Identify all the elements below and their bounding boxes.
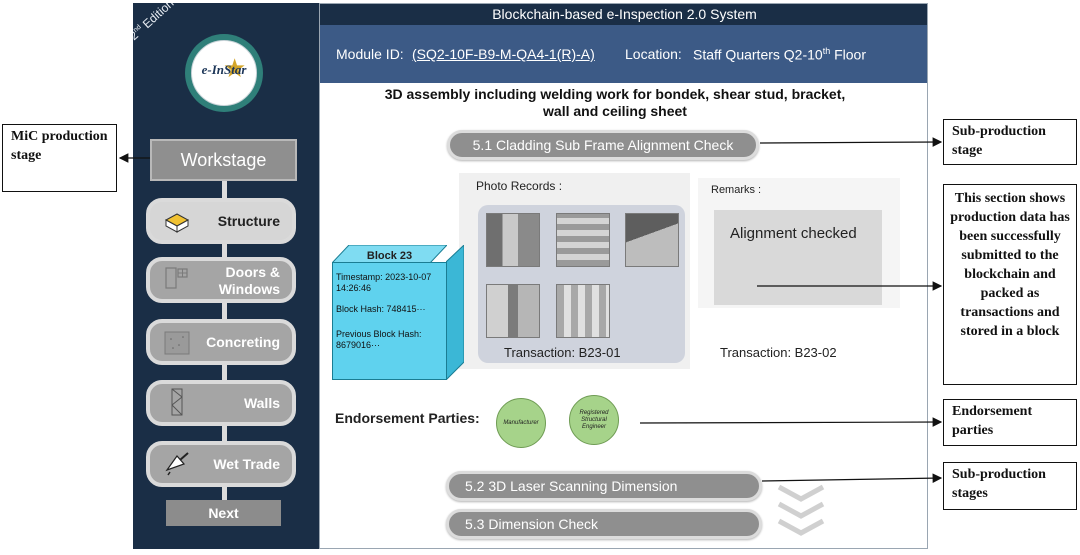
chevron-down-icon — [777, 484, 825, 536]
stage-label: Concreting — [206, 334, 280, 350]
wet-trade-icon — [165, 452, 189, 476]
photo-thumbnail[interactable] — [486, 213, 540, 267]
stage-structure-button[interactable]: Structure — [146, 198, 296, 244]
block-cube-top — [332, 245, 447, 263]
transaction-1-label: Transaction: B23-01 — [504, 345, 621, 360]
stage-label: Wet Trade — [213, 456, 280, 472]
stage-wet-trade-button[interactable]: Wet Trade — [146, 441, 296, 487]
block-cube-side — [446, 245, 464, 380]
endorser-manufacturer: Manufacturer — [496, 398, 546, 448]
photo-records-label: Photo Records : — [476, 179, 563, 193]
block-timestamp: Timestamp: 2023-10-07 14:26:46 — [336, 272, 432, 293]
stage-label: Structure — [217, 213, 280, 229]
workstage-header: Workstage — [150, 139, 297, 181]
stage-doors-windows-button[interactable]: Doors &Windows — [146, 257, 296, 303]
photo-thumbnail[interactable] — [625, 213, 679, 267]
structure-icon — [164, 213, 190, 233]
block-previous-hash: Previous Block Hash: 8679016··· — [336, 329, 422, 350]
stage-walls-button[interactable]: Walls — [146, 380, 296, 426]
block-cube — [332, 262, 447, 380]
sub-stage-current-button[interactable]: 5.1 Cladding Sub Frame Alignment Check — [447, 130, 759, 160]
photo-thumbnail[interactable] — [556, 213, 610, 267]
annotation-sub-stage: Sub-production stage — [943, 119, 1077, 165]
walls-icon — [171, 388, 183, 416]
sub-stage-next-1-button[interactable]: 5.2 3D Laser Scanning Dimension — [446, 471, 762, 501]
transaction-2-label: Transaction: B23-02 — [720, 345, 837, 360]
photo-thumbnail[interactable] — [486, 284, 540, 338]
endorsement-label: Endorsement Parties: — [335, 410, 480, 426]
remarks-text: Alignment checked — [730, 225, 857, 242]
module-id-label: Module ID: — [336, 46, 404, 62]
location-label: Location: — [625, 46, 682, 62]
next-button[interactable]: Next — [166, 500, 281, 526]
stage-label: Walls — [243, 395, 280, 411]
stage-concreting-button[interactable]: Concreting — [146, 319, 296, 365]
concreting-icon — [164, 331, 190, 355]
module-bar: Module ID: (SQ2-10F-B9-M-QA4-1(R)-A) Loc… — [320, 25, 927, 83]
endorser-structural-engineer: Registered Structural Engineer — [569, 395, 619, 445]
task-title: 3D assembly including welding work for b… — [384, 86, 846, 119]
main-panel: Blockchain-based e-Inspection 2.0 System… — [319, 3, 928, 549]
logo — [191, 40, 257, 106]
block-title: Block 23 — [366, 250, 413, 262]
module-id-link[interactable]: (SQ2-10F-B9-M-QA4-1(R)-A) — [412, 46, 595, 62]
sub-stage-next-2-button[interactable]: 5.3 Dimension Check — [446, 509, 762, 539]
annotation-section: This section shows production data has b… — [943, 184, 1077, 385]
stage-label: Doors &Windows — [218, 264, 280, 297]
photo-thumbnail[interactable] — [556, 284, 610, 338]
star-icon: ★ — [223, 53, 247, 83]
logo-text: e-InStar — [201, 62, 247, 77]
location-value: Staff Quarters Q2-10th Floor — [693, 46, 867, 63]
edition-label: 2nd Edition — [133, 3, 177, 43]
annotation-endorsement: Endorsement parties — [943, 399, 1077, 446]
remarks-box — [714, 210, 882, 305]
annotation-mic-stage: MiC production stage — [2, 124, 117, 192]
doors-windows-icon — [165, 267, 188, 289]
window-title: Blockchain-based e-Inspection 2.0 System — [320, 4, 927, 25]
sidebar: 2nd Edition ★ e-InStar Workstage Structu… — [133, 3, 319, 549]
annotation-sub-stages: Sub-production stages — [943, 462, 1077, 510]
block-hash: Block Hash: 748415··· — [336, 304, 426, 314]
remarks-label: Remarks : — [711, 184, 762, 196]
